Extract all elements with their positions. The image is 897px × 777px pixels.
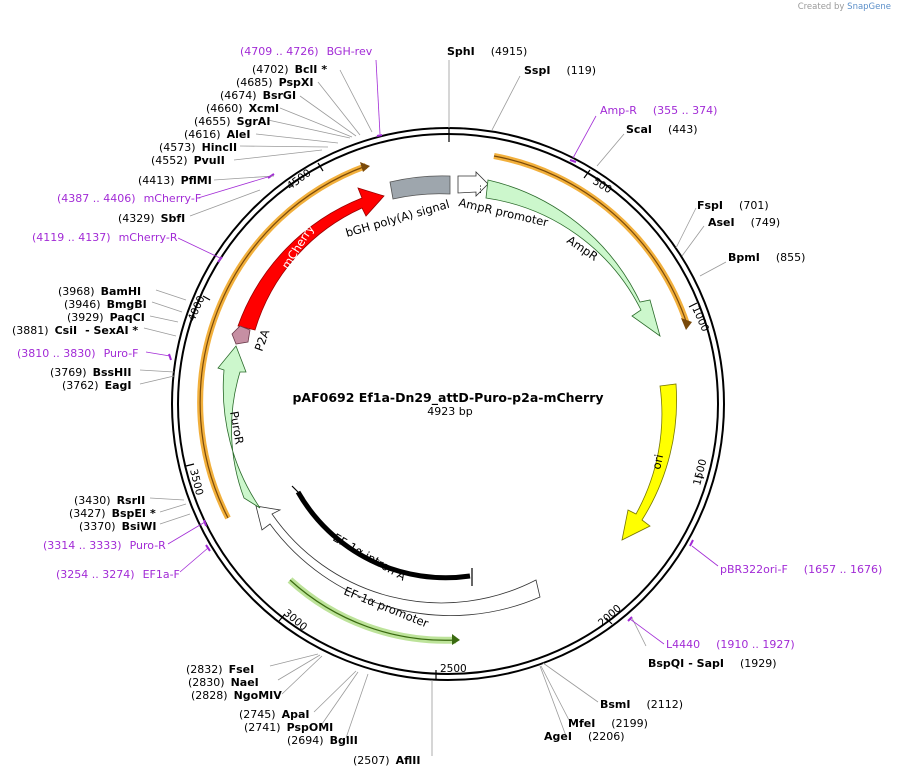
feature-bgh-polya[interactable] (389, 175, 451, 200)
feature-ef1a-promoter[interactable] (255, 505, 541, 616)
primer-mcherry-r[interactable]: (4119 .. 4137)mCherry-R (32, 231, 178, 244)
enzyme-pspomi[interactable]: (2741)PspOMI (244, 721, 333, 734)
feature-ef1a-intron-a-label: EF-1α intron A (331, 530, 409, 583)
enzyme-pspxi[interactable]: (4685)PspXI (236, 76, 313, 89)
snapgene-logo: SnapGene (847, 2, 891, 12)
enzyme-sphi[interactable]: SphI(4915) (447, 45, 527, 58)
primer-mcherry-f[interactable]: (4387 .. 4406)mCherry-F (57, 192, 201, 205)
enzyme-bsmi[interactable]: BsmI(2112) (600, 698, 683, 711)
enzyme-mfei[interactable]: MfeI(2199) (568, 717, 648, 730)
enzyme-labels: SphI(4915) SspI(119) ScaI(443) FspI(701)… (12, 45, 805, 767)
snapgene-watermark: Created by SnapGene (797, 2, 891, 12)
green-arrowhead (452, 634, 460, 645)
primer-labels: (4709 .. 4726)BGH-rev Amp-R(355 .. 374) … (17, 45, 882, 651)
enzyme-leader-lines (139, 60, 727, 756)
tick-2000: 2000 (596, 602, 624, 629)
feature-p2a[interactable] (231, 325, 251, 345)
tick-500: 500 (590, 175, 613, 196)
enzyme-bglii[interactable]: (2694)BglII (287, 734, 358, 747)
enzyme-rsrii[interactable]: (3430)RsrII (74, 494, 145, 507)
enzyme-fsei[interactable]: (2832)FseI (186, 663, 254, 676)
feature-p2a-label: P2A (252, 327, 273, 353)
enzyme-pflmi[interactable]: (4413)PflMI (138, 174, 212, 187)
primer-marks (168, 134, 694, 622)
enzyme-bspqi-sapi[interactable]: BspQI- SapI(1929) (648, 657, 777, 670)
enzyme-scai[interactable]: ScaI(443) (626, 123, 698, 136)
tick-4000: 4000 (186, 294, 208, 323)
orange-band-left-core (199, 165, 367, 519)
feature-mcherry-label: mCherry (279, 222, 317, 272)
enzyme-eagi[interactable]: (3762)EagI (62, 379, 131, 392)
primer-ef1a-f[interactable]: (3254 .. 3274)EF1a-F (56, 568, 180, 581)
tick-2500: 2500 (440, 663, 467, 675)
ampr-dots: ⋮ (476, 185, 485, 195)
green-band-bottom-core (289, 579, 457, 641)
enzyme-fspi[interactable]: FspI(701) (697, 199, 769, 212)
position-ticks (185, 128, 705, 680)
enzyme-pvuii[interactable]: (4552)PvuII (151, 154, 225, 167)
enzyme-asei[interactable]: AseI(749) (708, 216, 780, 229)
primer-bgh-rev[interactable]: (4709 .. 4726)BGH-rev (240, 45, 373, 58)
enzyme-apai[interactable]: (2745)ApaI (239, 708, 309, 721)
feature-puror-label: PuroR (227, 410, 247, 445)
primer-amp-r[interactable]: Amp-R(355 .. 374) (600, 104, 717, 117)
enzyme-bcli[interactable]: (4702)BclI* (252, 63, 327, 76)
plasmid-name: pAF0692 Ef1a-Dn29_attD-Puro-p2a-mCherry (292, 390, 603, 406)
backbone-inner-ring (177, 133, 719, 675)
feature-ori[interactable] (621, 383, 677, 541)
enzyme-bspei[interactable]: (3427)BspEI* (69, 507, 156, 520)
feature-ori-label: ori (649, 453, 666, 471)
feature-puror[interactable] (217, 345, 261, 509)
enzyme-bmgbi[interactable]: (3946)BmgBI (64, 298, 147, 311)
plasmid-size: 4923 bp (427, 405, 472, 418)
primer-puro-r[interactable]: (3314 .. 3333)Puro-R (43, 539, 166, 552)
feature-ef1a-intron-a[interactable] (295, 490, 471, 581)
enzyme-csii-sexai[interactable]: (3881)CsiI- SexAI * (12, 324, 138, 337)
primer-leader-lines (145, 59, 719, 645)
orange-band-right-core (493, 155, 688, 325)
enzyme-naei[interactable]: (2830)NaeI (188, 676, 259, 689)
orange-arrowhead-right (681, 318, 692, 330)
enzyme-sspi[interactable]: SspI(119) (524, 64, 596, 77)
enzyme-agei[interactable]: AgeI(2206) (544, 730, 625, 743)
enzyme-paqci[interactable]: (3929)PaqCI (67, 311, 145, 324)
enzyme-aflii[interactable]: (2507)AflII (353, 754, 420, 767)
enzyme-bsiwi[interactable]: (3370)BsiWI (79, 520, 157, 533)
enzyme-sbfi[interactable]: (4329)SbfI (118, 212, 185, 225)
enzyme-bsrgi[interactable]: (4674)BsrGI (220, 89, 296, 102)
feature-mcherry[interactable] (237, 187, 385, 331)
enzyme-alei[interactable]: (4616)AleI (184, 128, 250, 141)
enzyme-bsshii[interactable]: (3769)BssHII (50, 366, 131, 379)
enzyme-sgrai[interactable]: (4655)SgrAI (194, 115, 270, 128)
feature-ampr[interactable] (485, 179, 661, 337)
primer-l4440[interactable]: L4440(1910 .. 1927) (666, 638, 795, 651)
orange-arrowhead-left (360, 162, 370, 172)
enzyme-bpmi[interactable]: BpmI(855) (728, 251, 805, 264)
enzyme-xcmi[interactable]: (4660)XcmI (206, 102, 279, 115)
primer-pbr322ori-f[interactable]: pBR322ori-F(1657 .. 1676) (720, 563, 882, 576)
backbone-outer-ring (171, 127, 725, 681)
enzyme-hincii[interactable]: (4573)HincII (159, 141, 237, 154)
enzyme-bamhi[interactable]: (3968)BamHI (58, 285, 141, 298)
feature-ampr-promoter[interactable] (457, 171, 489, 197)
enzyme-ngomiv[interactable]: (2828)NgoMIV (191, 689, 282, 702)
primer-puro-f[interactable]: (3810 .. 3830)Puro-F (17, 347, 139, 360)
intron-end-tick-left (291, 485, 305, 499)
